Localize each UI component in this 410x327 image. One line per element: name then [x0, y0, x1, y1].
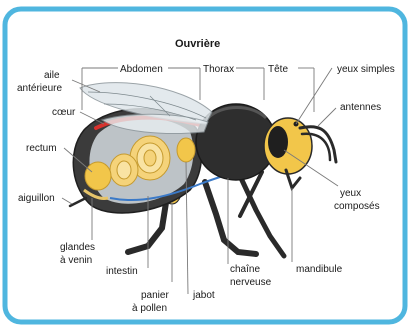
label-aile-line1: aile [44, 70, 60, 81]
diagram-title: Ouvrière [175, 38, 220, 50]
label-chaine-line1: chaîne [230, 264, 260, 275]
label-yeux-composes-line2: composés [334, 201, 380, 212]
rectum-organ [85, 162, 111, 190]
label-thorax: Thorax [203, 64, 234, 75]
label-rectum: rectum [26, 143, 57, 154]
label-intestin: intestin [106, 266, 138, 277]
label-glandes-line2: à venin [60, 255, 92, 266]
label-aiguillon: aiguillon [18, 193, 55, 204]
label-glandes-line1: glandes [60, 242, 95, 253]
label-yeux-composes-line1: yeux [340, 188, 361, 199]
label-yeux-simples: yeux simples [337, 64, 395, 75]
label-abdomen: Abdomen [120, 64, 163, 75]
label-jabot: jabot [192, 290, 215, 301]
label-mandibule: mandibule [296, 264, 343, 275]
label-tete: Tête [268, 64, 288, 75]
crop-organ [177, 138, 195, 162]
label-antennes: antennes [340, 102, 381, 113]
compound-eye [268, 126, 288, 158]
label-chaine-line2: nerveuse [230, 277, 272, 288]
label-coeur: cœur [52, 107, 76, 118]
label-panier-line1: panier [141, 290, 169, 301]
label-panier-line2: à pollen [132, 303, 167, 314]
label-aile-line2: antérieure [17, 83, 62, 94]
